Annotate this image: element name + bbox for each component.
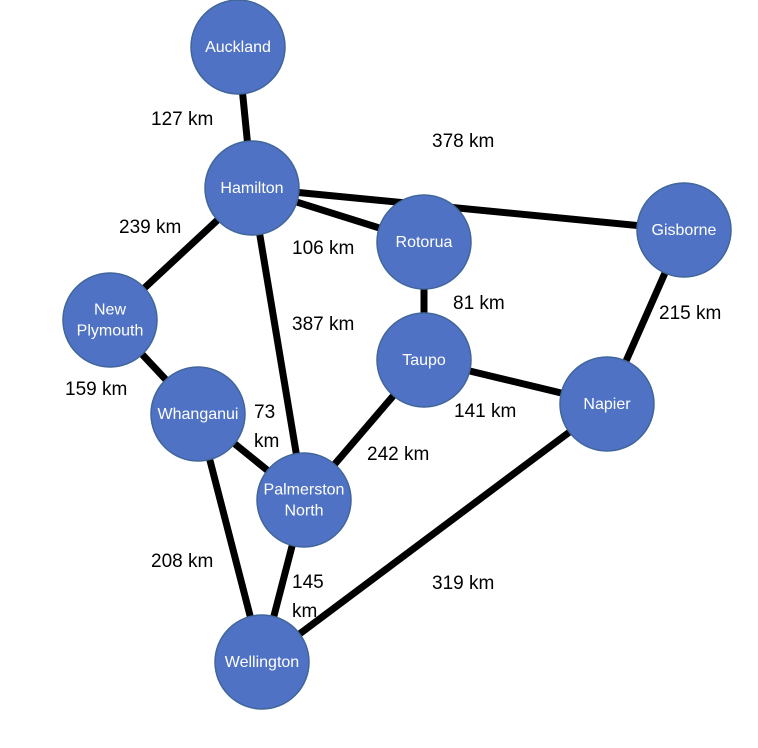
node-wellington: Wellington: [214, 614, 310, 710]
node-label-line: New: [94, 301, 126, 318]
edge-hamilton-gisborne: [251, 184, 685, 234]
node-label: Wellington: [225, 654, 299, 671]
edge-label-line: 127 km: [151, 109, 213, 130]
node-label-line: Plymouth: [77, 322, 144, 339]
node-circle: [190, 0, 286, 95]
node-label: Auckland: [205, 39, 271, 56]
edge-label-line: 141 km: [454, 401, 516, 422]
node-taupo: Taupo: [376, 312, 472, 408]
edge-label-line: 81 km: [453, 293, 505, 314]
node-label: Rotorua: [396, 234, 453, 251]
node-label-line: North: [284, 502, 323, 519]
node-circle: [636, 182, 732, 278]
edge-label-hamilton-palmerston-north: 387 km: [292, 314, 354, 335]
node-hamilton: Hamilton: [204, 140, 300, 236]
edge-label-line: 145: [292, 572, 324, 593]
edge-napier-wellington: [259, 401, 610, 665]
edge-label-line: 106 km: [292, 238, 354, 259]
node-circle: [376, 194, 472, 290]
node-label: Gisborne: [652, 222, 717, 239]
edge-label-hamilton-gisborne: 378 km: [432, 131, 494, 152]
node-label-line: Rotorua: [396, 234, 453, 251]
node-circle: [256, 452, 352, 548]
node-circle: [559, 356, 655, 452]
edge-label-taupo-palmerston-north: 242 km: [367, 444, 429, 465]
edge-label-rotorua-taupo: 81 km: [453, 293, 505, 314]
node-circle: [376, 312, 472, 408]
node-circle: [204, 140, 300, 236]
node-circle: [62, 272, 158, 368]
node-napier: Napier: [559, 356, 655, 452]
edge-label-line: 215 km: [659, 303, 721, 324]
edge-label-line: km: [254, 431, 279, 452]
node-label-line: Wellington: [225, 654, 299, 671]
node-rotorua: Rotorua: [376, 194, 472, 290]
node-label-line: Napier: [583, 396, 631, 413]
node-label: Hamilton: [220, 180, 283, 197]
edge-hamilton-palmerston-north: [248, 187, 308, 501]
edge-label-gisborne-napier: 215 km: [659, 303, 721, 324]
edge-label-hamilton-new-plymouth: 239 km: [119, 217, 181, 238]
node-label: Napier: [583, 396, 631, 413]
node-label-line: Auckland: [205, 39, 271, 56]
node-whanganui: Whanganui: [150, 366, 246, 462]
node-circle: [150, 366, 246, 462]
node-label-line: Hamilton: [220, 180, 283, 197]
edge-label-whanganui-wellington: 208 km: [151, 551, 213, 572]
edge-label-line: 378 km: [432, 131, 494, 152]
edge-label-napier-wellington: 319 km: [432, 573, 494, 594]
node-label-line: Gisborne: [652, 222, 717, 239]
node-label: Taupo: [402, 352, 446, 369]
node-gisborne: Gisborne: [636, 182, 732, 278]
node-label-line: Taupo: [402, 352, 446, 369]
edge-label-line: km: [292, 601, 317, 622]
edge-label-line: 387 km: [292, 314, 354, 335]
node-auckland: Auckland: [190, 0, 286, 95]
edge-label-taupo-napier: 141 km: [454, 401, 516, 422]
node-label: Whanganui: [158, 406, 239, 423]
edge-label-line: 319 km: [432, 573, 494, 594]
edge-label-line: 159 km: [65, 379, 127, 400]
node-circle: [214, 614, 310, 710]
edge-label-new-plymouth-whanganui: 159 km: [65, 379, 127, 400]
edge-label-hamilton-rotorua: 106 km: [292, 238, 354, 259]
edge-label-line: 208 km: [151, 551, 213, 572]
node-label-line: Palmerston: [264, 481, 345, 498]
edge-label-palmerston-north-wellington: 145 km: [292, 572, 324, 622]
edge-labels-layer: 127 km 378 km 239 km 106 km 387 km 81 km 215 k…: [65, 109, 721, 622]
edge-label-whanganui-palmerston-north: 73 km: [254, 402, 279, 452]
edge-label-auckland-hamilton: 127 km: [151, 109, 213, 130]
edge-label-line: 73: [254, 402, 275, 423]
edge-label-line: 242 km: [367, 444, 429, 465]
edge-label-line: 239 km: [119, 217, 181, 238]
node-label-line: Whanganui: [158, 406, 239, 423]
